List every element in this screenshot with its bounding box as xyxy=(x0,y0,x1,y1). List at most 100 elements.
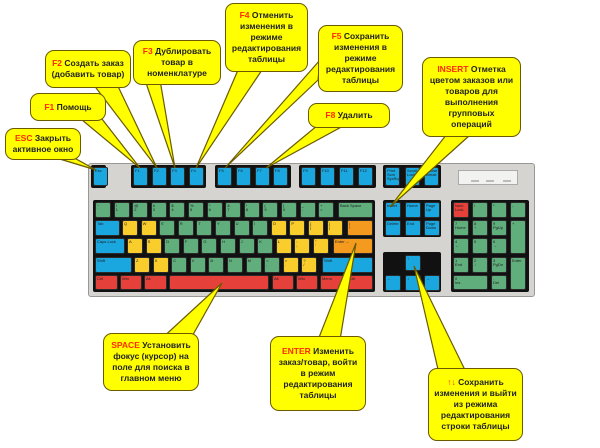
key-f[interactable]: F xyxy=(182,238,199,254)
key-alt[interactable]: Alt xyxy=(144,275,167,290)
callout-description: Создать заказ (добавить товар) xyxy=(51,58,125,79)
key-!-1[interactable]: ! 1 xyxy=(113,202,130,218)
key-~-`[interactable]: ~ ` xyxy=(95,202,111,218)
key-f3[interactable]: F3 xyxy=(170,167,185,186)
key-home[interactable]: Home xyxy=(405,202,421,218)
key-$-4[interactable]: $ 4 xyxy=(169,202,186,218)
key->-.[interactable]: > . xyxy=(282,257,299,273)
key-r[interactable]: R xyxy=(177,220,194,236)
key-f10[interactable]: F10 xyxy=(320,167,335,186)
key-z[interactable]: Z xyxy=(134,257,150,273)
key-f7[interactable]: F7 xyxy=(255,167,270,186)
key-5[interactable]: 5 xyxy=(472,238,488,254)
key-f2[interactable]: F2 xyxy=(152,167,167,186)
key-e[interactable]: E xyxy=(159,220,176,236)
key-f1[interactable]: F1 xyxy=(133,167,148,186)
key--[interactable]: - xyxy=(510,202,526,218)
key-a[interactable]: A xyxy=(127,238,143,254)
key-f5[interactable]: F5 xyxy=(217,167,232,186)
key-<-,[interactable]: < , xyxy=(264,257,281,273)
callout-text: F4 Отменить изменения в режиме редактиро… xyxy=(231,10,302,65)
key-shift[interactable]: Shift xyxy=(95,257,132,273)
key-_--[interactable]: _ - xyxy=(299,202,316,218)
key-^-6[interactable]: ^ 6 xyxy=(206,202,223,218)
key-t[interactable]: T xyxy=(196,220,213,236)
key-%-5[interactable]: % 5 xyxy=(188,202,204,218)
key-*-8[interactable]: * 8 xyxy=(243,202,260,218)
key-4-←[interactable]: 4 ← xyxy=(453,238,469,254)
key-g[interactable]: G xyxy=(201,238,218,254)
key-d[interactable]: D xyxy=(164,238,181,254)
key-print-scrn-sysrq[interactable]: Print Scrn SysRq xyxy=(385,167,400,186)
key-f8[interactable]: F8 xyxy=(273,167,288,186)
key-{-[[interactable]: { [ xyxy=(308,220,324,236)
key-+-=[interactable]: + = xyxy=(318,202,335,218)
key-s[interactable]: S xyxy=(145,238,162,254)
key-esc[interactable]: Esc xyxy=(93,167,108,186)
key-↑[interactable]: ↑ xyxy=(405,255,421,271)
key-3-pgdn[interactable]: 3 PgDn xyxy=(491,257,507,273)
key-end[interactable]: End xyxy=(405,220,421,236)
key-delete[interactable]: Delete xyxy=(385,220,401,236)
key-8-↑[interactable]: 8 ↑ xyxy=(472,220,488,236)
key-)-0[interactable]: ) 0 xyxy=(281,202,297,218)
key-p[interactable]: P xyxy=(289,220,306,236)
key-caps-lock[interactable]: Caps Lock xyxy=(95,238,125,254)
key-f12[interactable]: F12 xyxy=(358,167,373,186)
key-q[interactable]: Q xyxy=(122,220,138,236)
key-c[interactable]: C xyxy=(171,257,188,273)
key-l[interactable]: L xyxy=(275,238,292,254)
key-k[interactable]: K xyxy=(257,238,274,254)
key-0-ins[interactable]: 0 Ins xyxy=(453,275,488,290)
key-1-end[interactable]: 1 End xyxy=(453,257,469,273)
key-page-up[interactable]: Page Up xyxy=(424,202,440,218)
key-win[interactable]: Win xyxy=(296,275,318,290)
callout-esc: ESC Закрыть активное окно xyxy=(5,128,81,160)
key-w[interactable]: W xyxy=(140,220,157,236)
key-&-7[interactable]: & 7 xyxy=(225,202,242,218)
key-9-pgup[interactable]: 9 PgUp xyxy=(491,220,507,236)
callout-description: Удалить xyxy=(337,110,373,120)
key-←[interactable]: ← xyxy=(385,275,401,291)
key-"-'[interactable]: " ' xyxy=(313,238,329,254)
key-6-→[interactable]: 6 → xyxy=(491,238,507,254)
key-v[interactable]: V xyxy=(189,257,206,273)
key-*[interactable]: * xyxy=(491,202,507,218)
key-x[interactable]: X xyxy=(152,257,169,273)
key-@-2[interactable]: @ 2 xyxy=(132,202,149,218)
key-alt[interactable]: Alt xyxy=(272,275,294,290)
key-+[interactable]: + xyxy=(510,220,526,254)
key-.-del[interactable]: . Del xyxy=(491,275,507,290)
key-:-;[interactable]: : ; xyxy=(294,238,311,254)
key-?-/[interactable]: ? / xyxy=(301,257,318,273)
key-7-home[interactable]: 7 Home xyxy=(453,220,469,236)
key-}-][interactable]: } ] xyxy=(326,220,343,236)
key-win[interactable]: Win xyxy=(120,275,142,290)
key-y[interactable]: Y xyxy=(215,220,231,236)
key-tab[interactable]: Tab xyxy=(95,220,120,236)
key-/[interactable]: / xyxy=(472,202,488,218)
key-#-3[interactable]: # 3 xyxy=(150,202,167,218)
key-b[interactable]: B xyxy=(208,257,225,273)
key-o[interactable]: O xyxy=(270,220,287,236)
key-back-space[interactable]: Back Space xyxy=(338,202,373,218)
key-f11[interactable]: F11 xyxy=(339,167,354,186)
key-2-↓[interactable]: 2 ↓ xyxy=(472,257,488,273)
key-n[interactable]: N xyxy=(227,257,243,273)
key-u[interactable]: U xyxy=(233,220,250,236)
key-h[interactable]: H xyxy=(220,238,236,254)
key-|-\[interactable]: | \ xyxy=(347,220,373,236)
key-page-down[interactable]: Page Down xyxy=(424,220,440,236)
key-j[interactable]: J xyxy=(238,238,255,254)
key-→[interactable]: → xyxy=(424,275,440,291)
key-i[interactable]: I xyxy=(252,220,269,236)
callout-description: Сохранить изменения и выйти из режима ре… xyxy=(434,377,517,431)
key-ctrl[interactable]: Ctrl xyxy=(95,275,118,290)
key-enter[interactable]: Enter xyxy=(510,257,526,290)
key-f6[interactable]: F6 xyxy=(236,167,251,186)
key-m[interactable]: M xyxy=(245,257,262,273)
key-f9[interactable]: F9 xyxy=(301,167,316,186)
key-(-9[interactable]: ( 9 xyxy=(262,202,279,218)
key-num-lock[interactable]: Num Lock xyxy=(453,202,469,218)
